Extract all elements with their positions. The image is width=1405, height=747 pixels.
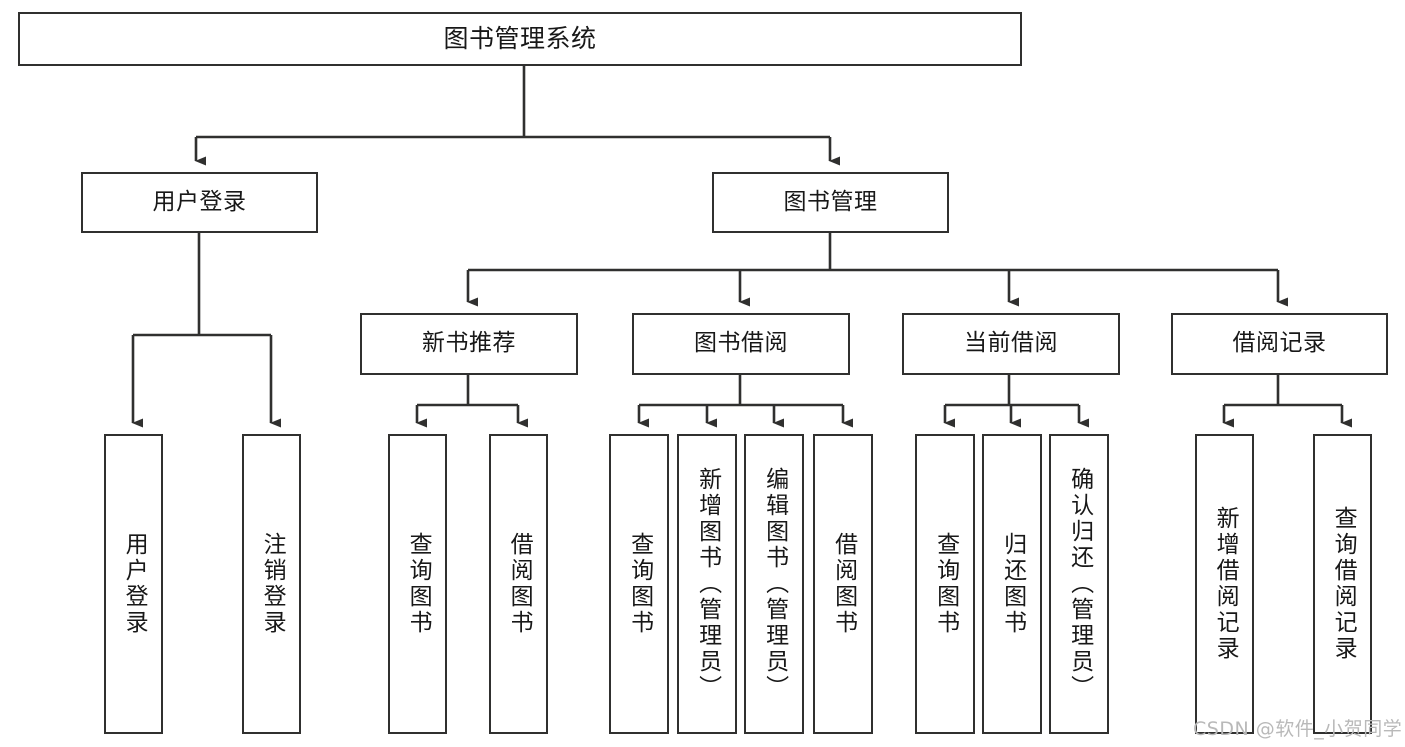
- node-label: 当前借阅: [964, 330, 1058, 357]
- leaf-record-query[interactable]: 查询借阅记录: [1313, 434, 1372, 734]
- node-label: 用户登录: [121, 532, 148, 636]
- leaf-new-book-borrow[interactable]: 借阅图书: [489, 434, 548, 734]
- node-label: 编辑图书（管理员）: [761, 467, 788, 701]
- node-label: 新增借阅记录: [1212, 506, 1239, 662]
- node-label: 新书推荐: [422, 330, 516, 357]
- node-label: 借阅图书: [830, 532, 857, 636]
- node-label: 图书管理: [783, 188, 878, 215]
- node-book-management[interactable]: 图书管理: [712, 172, 949, 233]
- node-new-book-recommend[interactable]: 新书推荐: [360, 313, 578, 375]
- leaf-user-login[interactable]: 用户登录: [104, 434, 163, 734]
- node-label: 图书管理系统: [443, 24, 597, 54]
- watermark-credit: CSDN @软件_小贺同学: [1193, 718, 1403, 740]
- leaf-record-add[interactable]: 新增借阅记录: [1195, 434, 1254, 734]
- leaf-current-query-book[interactable]: 查询图书: [915, 434, 975, 734]
- leaf-borrow-edit-book[interactable]: 编辑图书（管理员）: [744, 434, 804, 734]
- node-label: 图书借阅: [694, 330, 788, 357]
- node-label: 查询借阅记录: [1330, 506, 1357, 662]
- leaf-new-book-query[interactable]: 查询图书: [388, 434, 447, 734]
- leaf-borrow-borrow-book[interactable]: 借阅图书: [813, 434, 873, 734]
- node-current-borrow[interactable]: 当前借阅: [902, 313, 1120, 375]
- node-label: 借阅图书: [506, 532, 533, 636]
- node-book-borrow[interactable]: 图书借阅: [632, 313, 850, 375]
- leaf-user-logout[interactable]: 注销登录: [242, 434, 301, 734]
- node-label: 借阅记录: [1232, 330, 1327, 357]
- node-borrow-record[interactable]: 借阅记录: [1171, 313, 1388, 375]
- node-label: 查询图书: [626, 532, 653, 636]
- leaf-borrow-query-book[interactable]: 查询图书: [609, 434, 669, 734]
- leaf-current-confirm-return[interactable]: 确认归还（管理员）: [1049, 434, 1109, 734]
- node-label: 确认归还（管理员）: [1066, 467, 1093, 701]
- node-label: 归还图书: [999, 532, 1026, 636]
- leaf-borrow-add-book[interactable]: 新增图书（管理员）: [677, 434, 737, 734]
- node-label: 查询图书: [932, 532, 959, 636]
- node-user-login[interactable]: 用户登录: [81, 172, 318, 233]
- node-root-system[interactable]: 图书管理系统: [18, 12, 1022, 66]
- node-label: 用户登录: [152, 188, 247, 215]
- node-label: 新增图书（管理员）: [694, 467, 721, 701]
- node-label: 注销登录: [259, 532, 286, 636]
- node-label: 查询图书: [405, 532, 432, 636]
- leaf-current-return-book[interactable]: 归还图书: [982, 434, 1042, 734]
